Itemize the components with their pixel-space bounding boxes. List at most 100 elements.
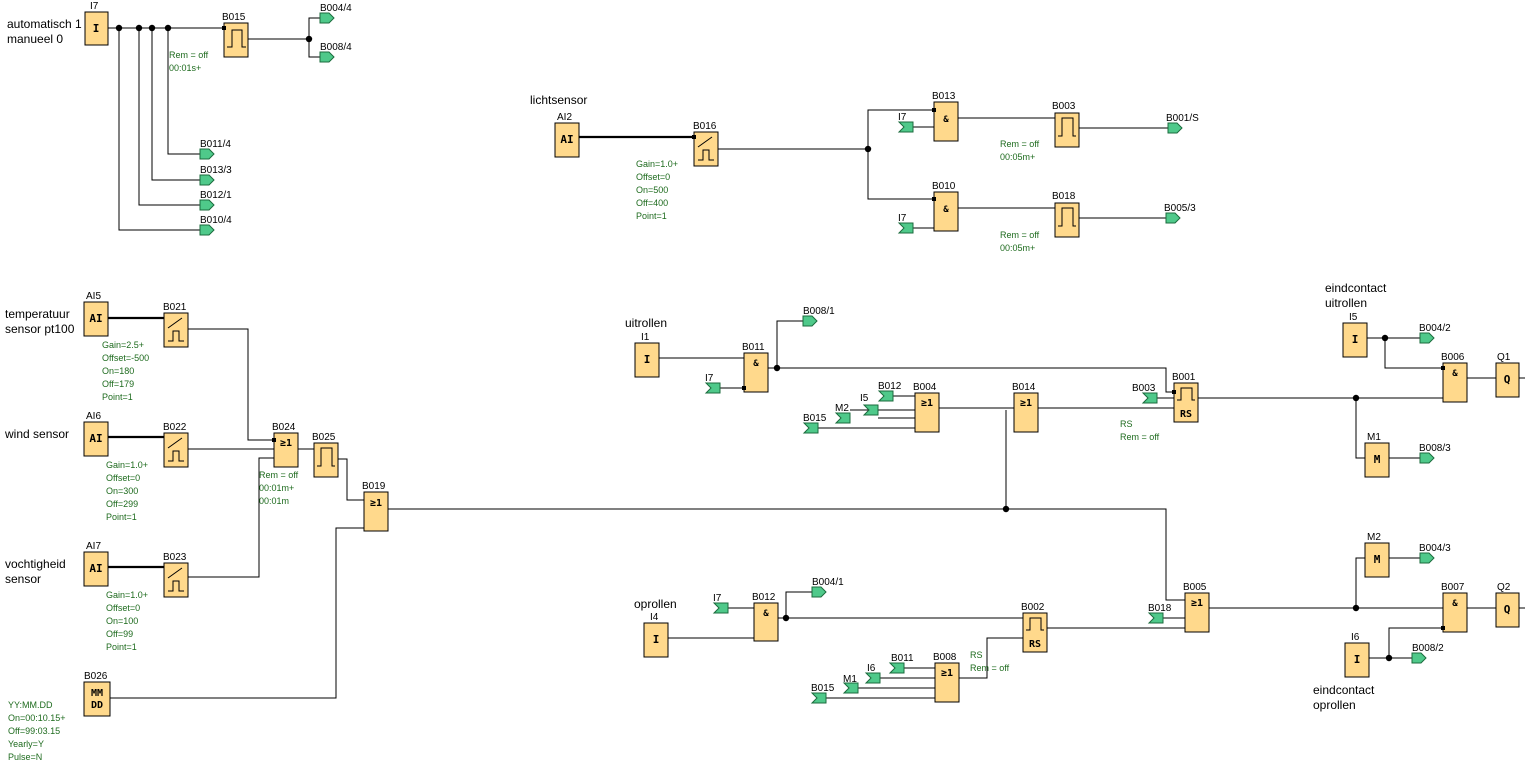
block-b019[interactable]: B019 ≥1 <box>362 481 389 532</box>
latch-icon <box>1177 387 1195 401</box>
block-ai7-label: AI7 <box>86 541 101 552</box>
block-i5-sym: I <box>1352 333 1359 346</box>
block-b025[interactable]: B025 Rem = off 00:01m+ 00:01m <box>259 432 339 506</box>
in-flag-b008-b011[interactable]: B011 <box>888 653 914 674</box>
block-ai7[interactable]: AI7 AI <box>83 541 109 587</box>
flag-b001-s-label: B001/S <box>1166 113 1199 124</box>
block-b016-param-3: Off=400 <box>636 198 668 208</box>
flag-b010-4[interactable]: B010/4 <box>199 215 232 236</box>
block-b022[interactable]: B022 Gain=1.0+ Offset=0 On=300 Off=299 P… <box>106 422 189 522</box>
block-m2-label: M2 <box>1367 532 1381 543</box>
block-b022-param-3: Off=299 <box>106 499 138 509</box>
in-flag-b012-i7[interactable]: I7 <box>712 593 729 614</box>
block-b015[interactable]: B015 Rem = off 00:01s+ <box>169 12 249 73</box>
block-b025-param-1: 00:01m+ <box>259 483 294 493</box>
block-b001[interactable]: B001 RS RS Rem = off <box>1120 372 1199 442</box>
block-b018[interactable]: B018 Rem = off 00:05m+ <box>1000 191 1080 253</box>
block-ai6-sym: AI <box>89 432 102 445</box>
block-i6[interactable]: I6 I <box>1344 632 1370 678</box>
block-b021-param-3: Off=179 <box>102 379 134 389</box>
block-b022-param-4: Point=1 <box>106 512 137 522</box>
flag-b008-4[interactable]: B008/4 <box>319 42 352 63</box>
block-b004[interactable]: B004 ≥1 <box>913 382 940 433</box>
flag-b008-3[interactable]: B008/3 <box>1419 443 1451 464</box>
flag-b008-2[interactable]: B008/2 <box>1411 643 1444 664</box>
in-flag-b013-i7-label: I7 <box>898 112 907 123</box>
block-b018-label: B018 <box>1052 191 1076 202</box>
block-b026-sym-0: MM <box>91 688 103 699</box>
in-flag-b010-i7[interactable]: I7 <box>897 213 914 234</box>
block-q2[interactable]: Q2 Q <box>1495 582 1520 628</box>
flag-b004-1[interactable]: B004/1 <box>811 577 844 598</box>
block-b015-label: B015 <box>222 12 246 23</box>
block-b007[interactable]: B007 & <box>1441 582 1468 633</box>
flag-b004-2[interactable]: B004/2 <box>1419 323 1451 344</box>
block-m1[interactable]: M1 M <box>1364 432 1390 478</box>
block-b026-param-3: Yearly=Y <box>8 739 44 749</box>
block-ai5[interactable]: AI5 AI <box>83 291 109 337</box>
flag-b001-s[interactable]: B001/S <box>1166 113 1199 134</box>
block-m1-sym: M <box>1374 453 1381 466</box>
block-i5[interactable]: I5 I <box>1342 312 1368 358</box>
block-b023[interactable]: B023 Gain=1.0+ Offset=0 On=100 Off=99 Po… <box>106 552 189 652</box>
block-b022-param-0: Gain=1.0+ <box>106 460 148 470</box>
block-ai2[interactable]: AI2 AI <box>554 112 580 158</box>
block-b018-param-1: 00:05m+ <box>1000 243 1035 253</box>
in-flag-b008-i6[interactable]: I6 <box>864 663 881 684</box>
flag-b013-3[interactable]: B013/3 <box>199 165 232 186</box>
in-flag-b005-b018-label: B018 <box>1148 603 1172 614</box>
flag-b004-3[interactable]: B004/3 <box>1419 543 1451 564</box>
block-b024[interactable]: B024 ≥1 <box>272 422 299 468</box>
block-m2[interactable]: M2 M <box>1364 532 1390 578</box>
in-flag-b008-b015[interactable]: B015 <box>810 683 835 704</box>
flag-b005-3[interactable]: B005/3 <box>1164 203 1196 224</box>
block-b014[interactable]: B014 ≥1 <box>1012 382 1039 433</box>
block-b026-param-0: YY:MM.DD <box>8 700 53 710</box>
block-b005[interactable]: B005 ≥1 <box>1183 582 1210 633</box>
block-b003-param-0: Rem = off <box>1000 139 1040 149</box>
in-flag-b001-b003[interactable]: B003 <box>1132 383 1158 404</box>
mode-label-line2: manueel 0 <box>7 32 63 46</box>
block-ai5-sym: AI <box>89 312 102 325</box>
flag-b011-4[interactable]: B011/4 <box>199 139 231 160</box>
flag-b008-2-label: B008/2 <box>1412 643 1444 654</box>
pin-markers <box>222 26 1445 630</box>
block-b026[interactable]: B026 MM DD YY:MM.DD On=00:10.15+ Off=99:… <box>8 671 111 762</box>
block-i1[interactable]: I1 I <box>634 332 660 378</box>
flag-b004-4[interactable]: B004/4 <box>319 3 352 24</box>
in-flag-b004-b015[interactable]: B015 <box>802 413 827 434</box>
block-b011[interactable]: B011 & <box>742 342 769 393</box>
block-b008[interactable]: B008 ≥1 <box>933 652 960 703</box>
block-i4[interactable]: I4 I <box>643 612 669 658</box>
block-b023-param-1: Offset=0 <box>106 603 140 613</box>
in-flag-b004-m2[interactable]: M2 <box>834 403 851 424</box>
in-flag-b011-i7[interactable]: I7 <box>704 373 721 394</box>
block-b002[interactable]: B002 RS RS Rem = off <box>970 602 1048 673</box>
block-b021[interactable]: B021 Gain=2.5+ Offset=-500 On=180 Off=17… <box>102 302 189 402</box>
block-ai6[interactable]: AI6 AI <box>83 411 109 457</box>
flag-b012-1[interactable]: B012/1 <box>199 190 232 211</box>
block-b015-param-1: 00:01s+ <box>169 63 201 73</box>
block-b002-param-0: RS <box>970 650 983 660</box>
block-b010-sym: & <box>943 205 949 215</box>
in-flag-b004-i5[interactable]: I5 <box>860 393 879 416</box>
in-flag-b013-i7[interactable]: I7 <box>897 112 914 133</box>
block-b003[interactable]: B003 Rem = off 00:05m+ <box>1000 101 1080 162</box>
in-flag-b004-b012[interactable]: B012 <box>877 381 902 402</box>
block-b011-label: B011 <box>742 342 765 353</box>
block-i7[interactable]: I7 I <box>84 1 109 46</box>
block-b010[interactable]: B010 & <box>932 181 959 232</box>
block-b016[interactable]: B016 Gain=1.0+ Offset=0 On=500 Off=400 P… <box>636 121 719 221</box>
block-b006[interactable]: B006 & <box>1441 352 1468 403</box>
block-b012[interactable]: B012 & <box>752 592 779 642</box>
flag-b008-1[interactable]: B008/1 <box>802 306 835 327</box>
in-flag-b005-b018[interactable]: B018 <box>1147 603 1172 624</box>
block-b016-param-1: Offset=0 <box>636 172 670 182</box>
block-q1[interactable]: Q1 Q <box>1495 352 1520 398</box>
block-ai2-label: AI2 <box>557 112 572 123</box>
block-i6-label: I6 <box>1351 632 1360 643</box>
block-b001-param-0: RS <box>1120 419 1133 429</box>
block-b013[interactable]: B013 & <box>932 91 959 142</box>
in-flag-b012-i7-label: I7 <box>713 593 722 604</box>
in-flag-b008-m1[interactable]: M1 <box>842 674 859 694</box>
